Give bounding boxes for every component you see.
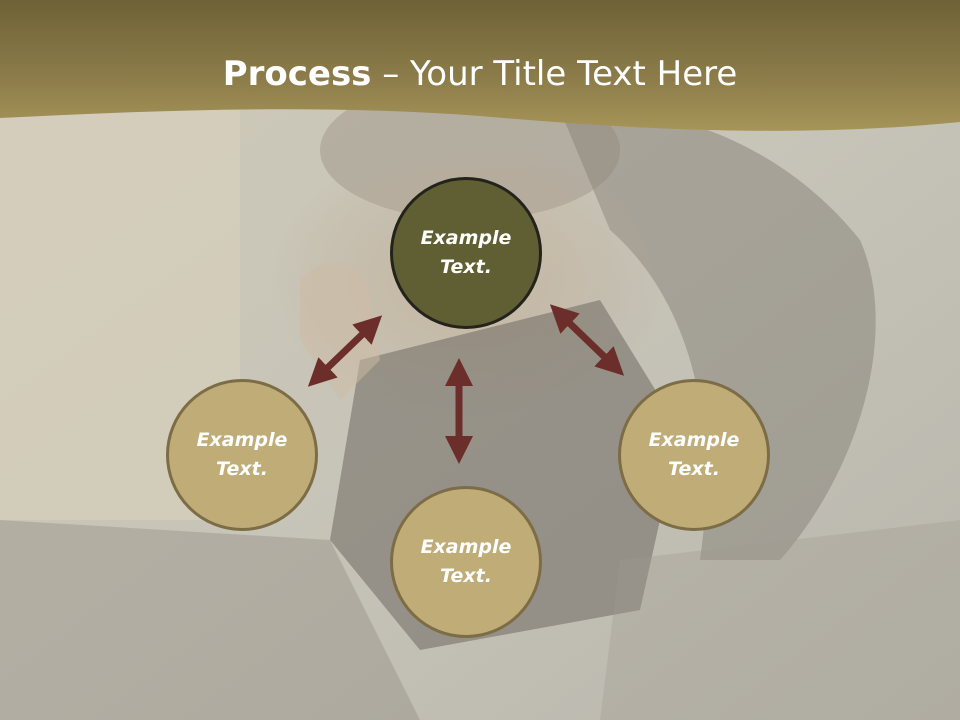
page-title: Process – Your Title Text Here xyxy=(0,52,960,96)
arrow-center-left xyxy=(307,315,383,387)
header-band xyxy=(0,0,960,131)
node-right-line2: Text. xyxy=(668,458,720,480)
node-left-line1: Example xyxy=(196,429,288,451)
node-bottom-line2: Text. xyxy=(440,565,492,587)
node-center-line1: Example xyxy=(420,227,512,249)
node-bottom-line1: Example xyxy=(420,536,512,558)
title-bold: Process xyxy=(222,54,372,94)
arrow-center-right xyxy=(549,304,625,376)
node-right-line1: Example xyxy=(648,429,740,451)
node-left-line2: Text. xyxy=(216,458,268,480)
node-center-line2: Text. xyxy=(440,256,492,278)
title-rest: – Your Title Text Here xyxy=(371,54,738,94)
